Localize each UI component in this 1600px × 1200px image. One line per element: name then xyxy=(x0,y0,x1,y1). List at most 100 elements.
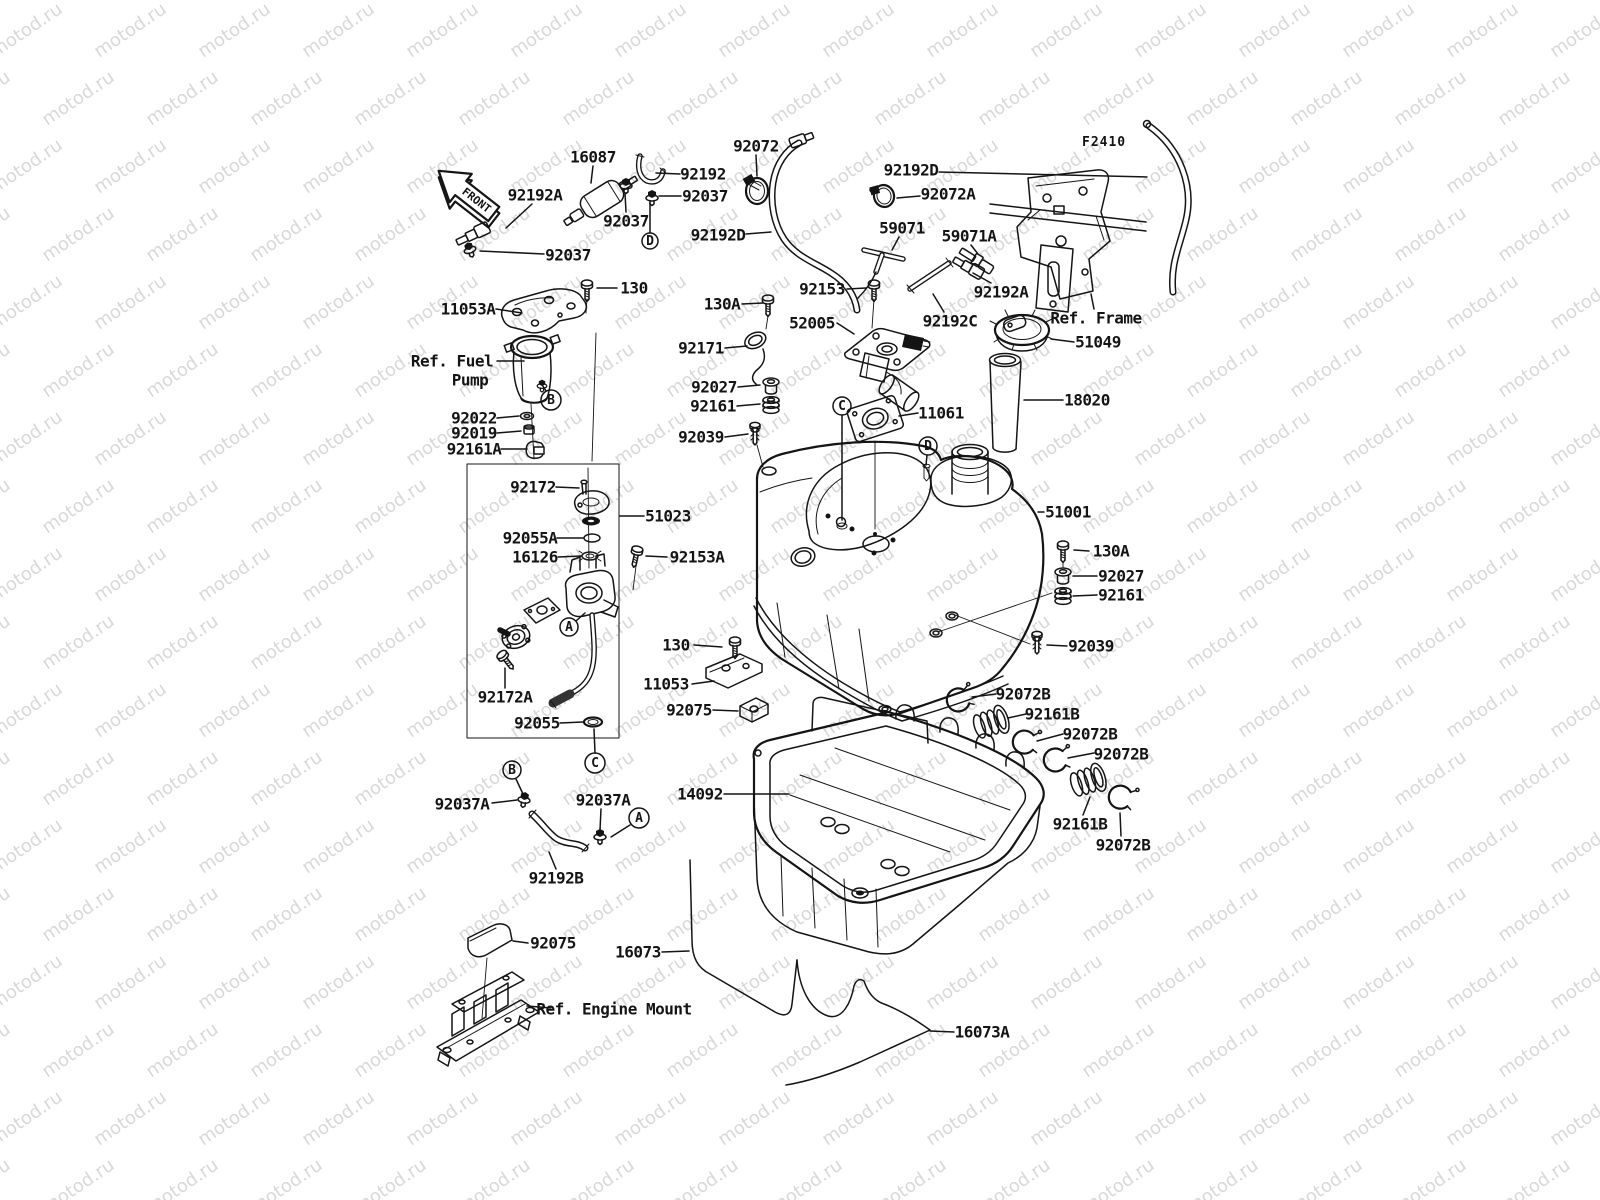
leader-92039-26 xyxy=(724,433,749,438)
leader-52005-15 xyxy=(836,322,855,335)
callout-circle-b-1 xyxy=(540,389,562,411)
pad-92075-bottom xyxy=(467,923,513,958)
leader-92172-32 xyxy=(555,486,580,489)
callout-circle-a-4 xyxy=(559,617,579,637)
part-label-ref-fuel-27: Ref. Fuel xyxy=(411,352,493,371)
bushing-92027-right xyxy=(1054,567,1072,585)
figure-code: F2410 xyxy=(1082,135,1127,150)
part-label-92072a-9: 92072A xyxy=(921,185,977,204)
part-label-92153a-36: 92153A xyxy=(670,548,726,567)
leader-92192c-13 xyxy=(932,293,945,313)
leader-92072a-9 xyxy=(896,195,921,199)
part-label-92019-30: 92019 xyxy=(451,424,497,443)
leader-59071a-11 xyxy=(970,244,979,255)
leader-92022-29 xyxy=(496,415,520,419)
callout-letter-d-3: D xyxy=(924,439,932,454)
leader-11061-19 xyxy=(898,412,919,417)
rivet-92039-left xyxy=(749,421,761,446)
washer-92022 xyxy=(519,411,535,421)
fitting-59071a xyxy=(958,247,995,275)
bracket-11053a xyxy=(500,288,588,334)
part-label-18020-18: 18020 xyxy=(1064,391,1110,410)
part-label-92192a-5: 92192A xyxy=(508,186,564,205)
petcock-plates xyxy=(497,597,561,650)
part-label-92037a-44: 92037A xyxy=(576,791,632,810)
part-label-11053a-20: 11053A xyxy=(441,300,497,319)
leader-92192d-8 xyxy=(938,171,1148,178)
callout-leader-b-1 xyxy=(540,382,547,392)
leader-92037a-43 xyxy=(491,799,518,804)
part-label-92153-14: 92153 xyxy=(799,280,845,299)
part-label-92027-24: 92027 xyxy=(691,378,737,397)
part-label-92192-1: 92192 xyxy=(680,165,726,184)
petcock-body xyxy=(548,553,619,709)
part-label-92171-23: 92171 xyxy=(678,339,724,358)
leader-92161-25 xyxy=(736,403,761,407)
t-fitting-59071 xyxy=(857,247,906,299)
callout-letter-b-1: B xyxy=(547,393,555,408)
part-label-92022-29: 92022 xyxy=(451,409,497,428)
part-label-ref-frame-16: Ref. Frame xyxy=(1050,309,1141,328)
leader-92055-38 xyxy=(559,721,584,724)
tank-tray-14092 xyxy=(752,696,1045,955)
leader-92072-6 xyxy=(755,154,758,177)
leader-ref-engine-mount-48 xyxy=(526,1005,552,1009)
leader-11053a-20 xyxy=(495,308,523,314)
sleeve-92161b-2 xyxy=(1066,760,1110,801)
fuel-cap-51049 xyxy=(989,309,1053,352)
elbow-hose-92192 xyxy=(635,153,667,185)
grommet-92161-right xyxy=(1054,586,1072,606)
leader-92153a-36 xyxy=(645,555,668,558)
cover-16073 xyxy=(689,859,798,1016)
part-label-92172-32: 92172 xyxy=(510,478,556,497)
callout-leader-c-5 xyxy=(593,728,596,754)
part-label-51023-33: 51023 xyxy=(645,507,691,526)
hose-92192c xyxy=(906,257,954,294)
callout-circle-b-6 xyxy=(502,760,522,780)
callout-letter-d-0: D xyxy=(646,234,654,249)
leader-lines xyxy=(479,154,1148,1033)
filler-tube-18020 xyxy=(988,352,1022,453)
part-label-92037-3: 92037 xyxy=(603,212,649,231)
leader-51049-17 xyxy=(1050,338,1075,343)
part-label-92039-26: 92039 xyxy=(678,428,724,447)
leader-92153-14 xyxy=(846,287,867,290)
leader-59071-10 xyxy=(891,236,900,251)
part-label-92072b-58: 92072B xyxy=(1094,745,1150,764)
clamp-92072b-4 xyxy=(1105,780,1141,814)
gasket-11061 xyxy=(846,395,904,443)
leader-92192d-7 xyxy=(745,231,772,235)
callout-circle-c-5 xyxy=(584,752,606,774)
part-label-92072b-60: 92072B xyxy=(1096,836,1152,855)
part-label-92192d-8: 92192D xyxy=(884,161,939,180)
callout-circle-a-7 xyxy=(628,807,650,829)
leader-92072b-60 xyxy=(1119,812,1122,837)
part-label-92037-2: 92037 xyxy=(682,187,728,206)
bolt-92037a-right xyxy=(593,828,607,846)
screw-92172a xyxy=(494,647,519,674)
part-label-92192b-45: 92192B xyxy=(529,869,585,888)
part-label-ref-engine-mount-48: Ref. Engine Mount xyxy=(536,1000,691,1019)
part-labels: 160879219292037920379203792192A920729219… xyxy=(411,137,1152,1042)
part-label-130-39: 130 xyxy=(662,636,689,655)
leader-92072b-58 xyxy=(1067,752,1095,759)
leader-92192b-45 xyxy=(548,851,557,870)
leader-130a-22 xyxy=(741,302,764,305)
bolt-130a-right xyxy=(1056,540,1070,564)
part-label-92161-53: 92161 xyxy=(1098,586,1144,605)
leader-92161-53 xyxy=(1072,594,1098,597)
leader-92161b-56 xyxy=(1007,713,1027,719)
part-label-92172a-37: 92172A xyxy=(478,688,534,707)
callout-letter-c-5: C xyxy=(591,756,599,771)
leader-92075-46 xyxy=(512,940,529,944)
hose-92192d xyxy=(768,119,1192,314)
leader-130a-51 xyxy=(1073,549,1090,552)
bolt-130a-top xyxy=(761,294,775,318)
spacer-92075-mid xyxy=(739,697,769,723)
part-label-92075-41: 92075 xyxy=(666,701,712,720)
part-label-130a-22: 130A xyxy=(704,295,741,314)
damper-92161a xyxy=(525,440,545,459)
part-label-59071a-11: 59071A xyxy=(942,227,998,246)
